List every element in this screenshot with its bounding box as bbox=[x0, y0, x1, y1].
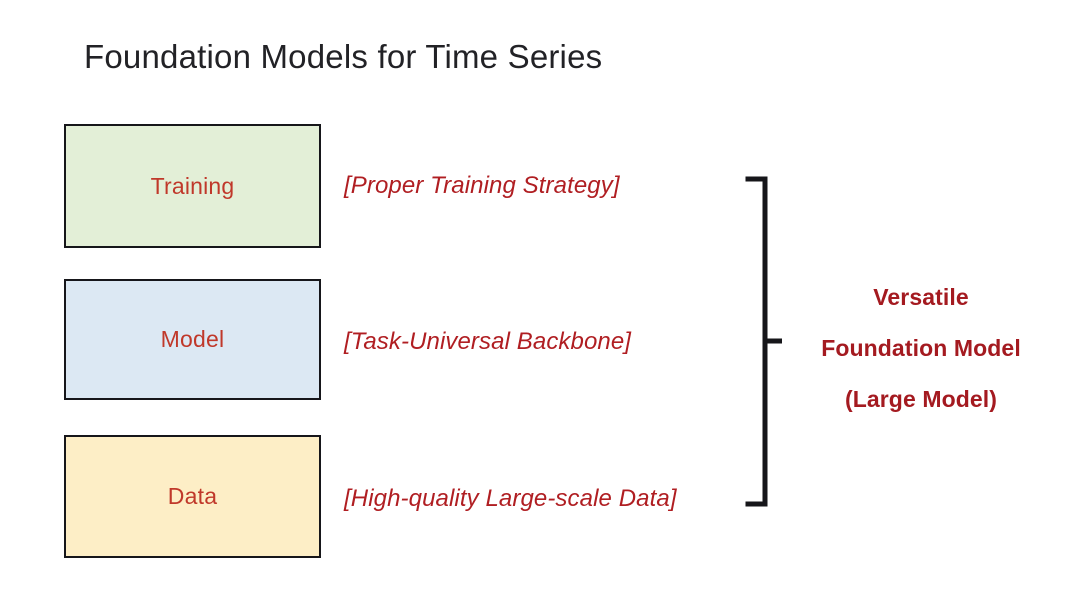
outcome-line-3: (Large Model) bbox=[844, 386, 998, 412]
annotation-data: [High-quality Large-scale Data] bbox=[344, 485, 677, 512]
annotation-training: [Proper Training Strategy] bbox=[344, 172, 620, 199]
pillar-box-training: Training bbox=[64, 124, 321, 248]
pillar-label-data: Data bbox=[167, 483, 218, 509]
pillar-label-model: Model bbox=[160, 326, 225, 352]
pillar-box-data: Data bbox=[64, 435, 321, 558]
annotation-model: [Task-Universal Backbone] bbox=[344, 328, 632, 355]
outcome-line-2: Foundation Model bbox=[821, 335, 1021, 361]
outcome-line-1: Versatile bbox=[873, 284, 969, 310]
outcome-text: Versatile Foundation Model (Large Model) bbox=[790, 272, 1052, 425]
pillar-box-model: Model bbox=[64, 279, 321, 400]
pillar-label-training: Training bbox=[150, 172, 235, 199]
page-title: Foundation Models for Time Series bbox=[84, 38, 603, 75]
